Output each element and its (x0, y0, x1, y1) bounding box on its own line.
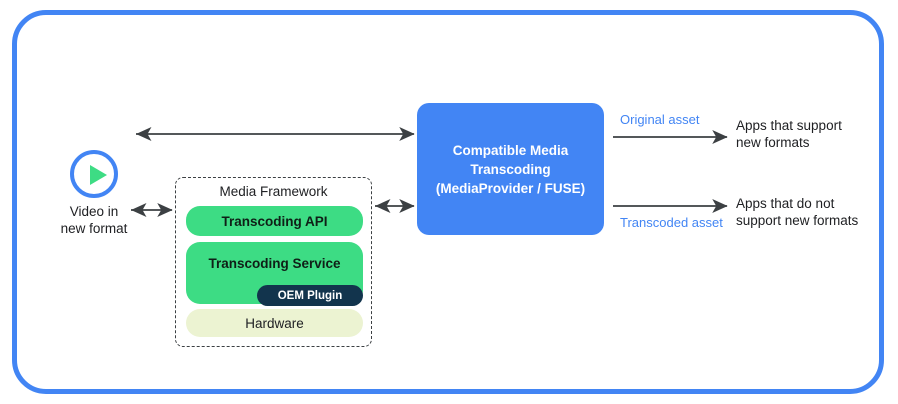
consumer-apps-not-supporting: Apps that do not support new formats (736, 196, 859, 228)
label-transcoded-asset: Transcoded asset (620, 215, 723, 230)
consumer-apps-supporting: Apps that support new formats (736, 118, 842, 150)
video-source-caption: Video in new format (60, 204, 128, 236)
media-framework-group: Media Framework Transcoding API Transcod… (175, 177, 372, 347)
media-framework-title: Media Framework (219, 184, 328, 199)
label-original-asset: Original asset (620, 112, 700, 127)
badge-oem-plugin: OEM Plugin (257, 285, 363, 306)
layer-transcoding-api: Transcoding API (186, 206, 363, 236)
compatible-media-transcoding-box: Compatible Media Transcoding (MediaProvi… (417, 103, 604, 235)
play-triangle-icon (90, 165, 107, 185)
layer-hardware: Hardware (186, 309, 363, 337)
play-circle-icon (70, 150, 118, 198)
